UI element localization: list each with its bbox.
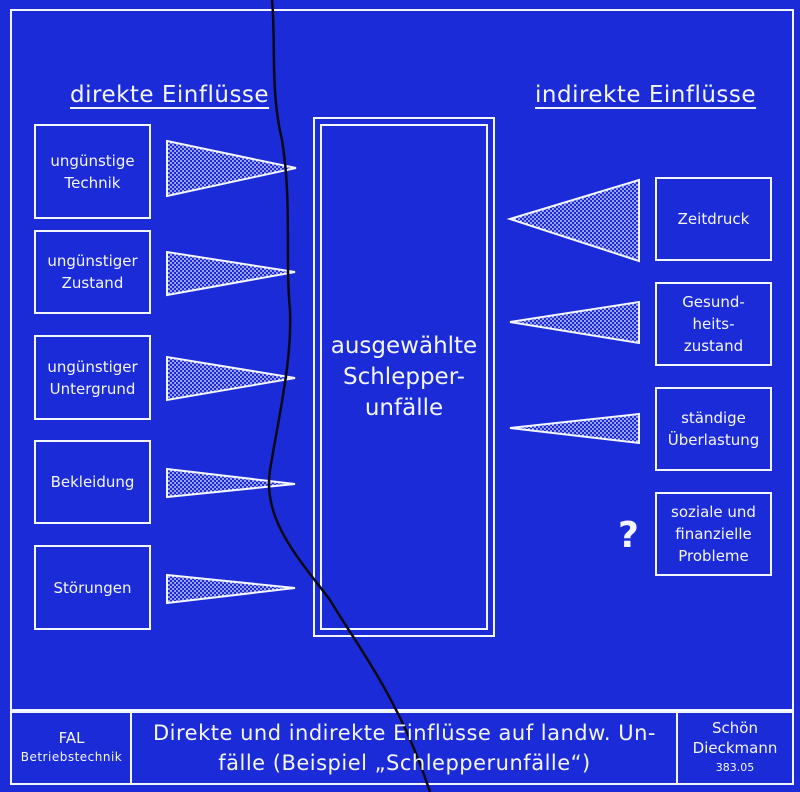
box-staendige-ueberlastung: ständige Überlastung [655, 387, 772, 471]
center-box-outer [313, 117, 495, 637]
footer-authors: Schön Dieckmann 383.05 [678, 713, 792, 783]
footer-code: 383.05 [715, 761, 755, 774]
box-stoerungen: Störungen [34, 545, 151, 630]
arrow-ueberlastung [509, 412, 640, 445]
box-ungunstige-technik: ungünstige Technik [34, 124, 151, 219]
center-box-inner [320, 124, 488, 630]
heading-indirect-influences: indirekte Einflüsse [535, 82, 757, 108]
box-soziale-probleme: soziale und finanzielle Probleme [655, 492, 772, 576]
footer-author-2: Dieckmann [692, 739, 778, 757]
outer-frame [10, 9, 794, 711]
center-label: ausgewählte Schlepper- unfälle [330, 332, 478, 421]
arrow-bekleidung [166, 467, 296, 499]
question-mark: ? [618, 515, 639, 556]
film-crack [267, 0, 432, 792]
heading-direct-influences: direkte Einflüsse [70, 82, 270, 108]
footer-title: Direkte und indirekte Einflüsse auf land… [153, 721, 656, 775]
footer-author-1: Schön [712, 719, 758, 737]
arrow-stoerungen [166, 573, 296, 605]
footer-organisation: FAL Betriebstechnik [12, 713, 131, 783]
box-ungunstiger-untergrund: ungünstiger Untergrund [34, 335, 151, 420]
arrow-zeitdruck [506, 178, 640, 263]
arrow-zustand [166, 250, 296, 297]
box-gesundheitszustand: Gesund- heits- zustand [655, 282, 772, 366]
footer-org-name: FAL [58, 729, 85, 747]
footer-frame [10, 711, 794, 785]
box-bekleidung: Bekleidung [34, 440, 151, 524]
arrow-gesundheit [509, 300, 640, 345]
arrow-untergrund [166, 355, 296, 402]
arrow-technik [166, 139, 297, 198]
box-zeitdruck: Zeitdruck [655, 177, 772, 261]
footer-org-department: Betriebstechnik [20, 750, 123, 764]
box-ungunstiger-zustand: ungünstiger Zustand [34, 230, 151, 314]
